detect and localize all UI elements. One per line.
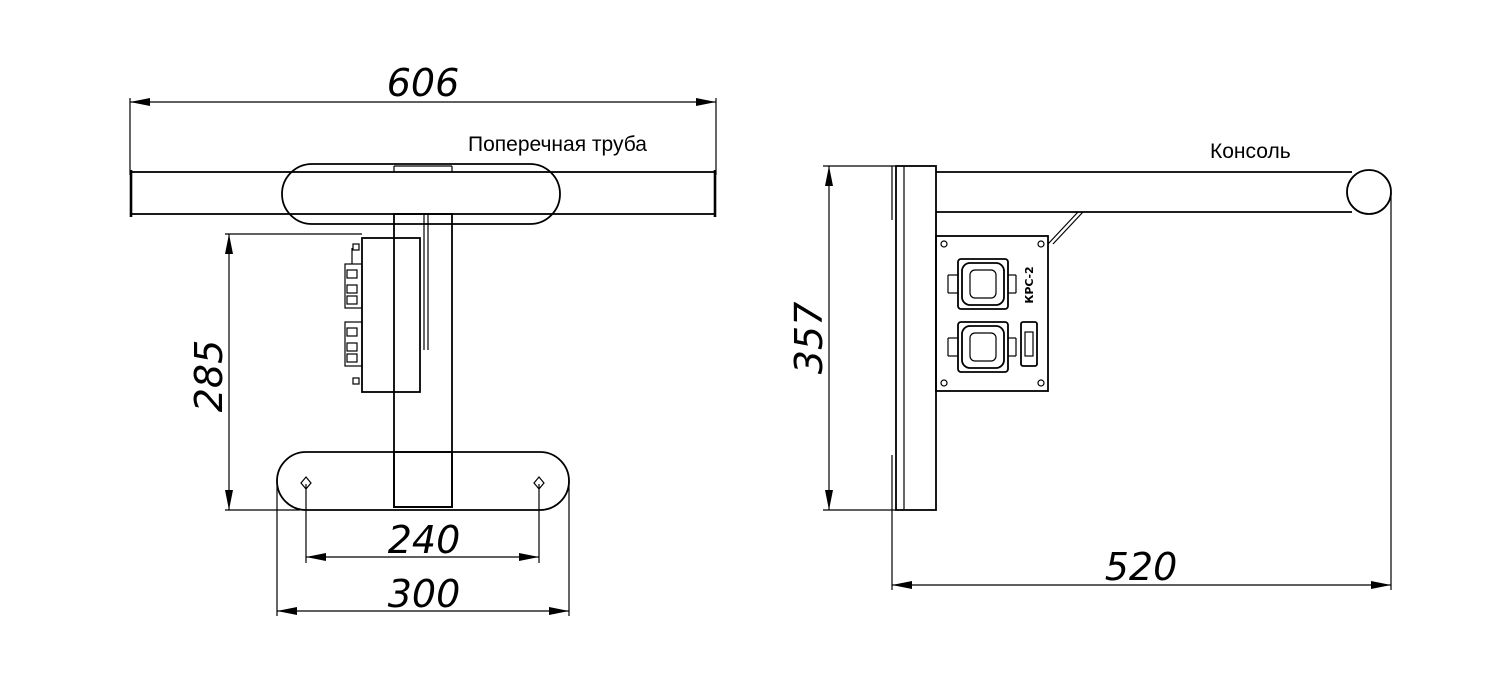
panel-screw xyxy=(940,379,948,387)
upper-mount-plate xyxy=(281,163,561,225)
socket-box-front xyxy=(344,237,421,393)
dimension-holes-240: 240 xyxy=(305,484,540,563)
dimension-width-606: 606 xyxy=(129,61,717,175)
dimension-height-357: 357 xyxy=(787,165,896,511)
socket-outlet-upper xyxy=(947,258,1017,310)
circuit-breaker xyxy=(1020,321,1038,367)
dim-285-label: 285 xyxy=(187,340,231,413)
cross-tube-end xyxy=(1346,169,1392,215)
column-side xyxy=(891,165,937,511)
cross-tube-label: Поперечная труба xyxy=(468,133,647,156)
dim-606-label: 606 xyxy=(387,61,460,105)
panel-screw xyxy=(1037,240,1045,248)
device-marking: КРС-2 xyxy=(1023,266,1036,303)
front-view: 606 Поперечная труба xyxy=(129,61,717,616)
dim-357-label: 357 xyxy=(787,302,831,375)
dimension-length-520: 520 xyxy=(891,192,1392,590)
console-arm xyxy=(935,169,1392,245)
support-column xyxy=(393,213,453,508)
dim-520-label: 520 xyxy=(1105,545,1178,589)
panel-screw xyxy=(1037,379,1045,387)
dimension-height-285: 285 xyxy=(187,233,362,511)
socket-outlet-lower xyxy=(947,321,1017,373)
dim-300-label: 300 xyxy=(388,572,461,616)
dim-240-label: 240 xyxy=(388,518,461,562)
panel-screw xyxy=(940,240,948,248)
socket-panel: КРС-2 xyxy=(935,235,1049,392)
dimension-base-300: 300 xyxy=(276,480,570,616)
base-plate xyxy=(276,451,570,511)
side-view: Консоль 357 xyxy=(787,140,1392,590)
cross-tube xyxy=(129,165,717,217)
console-label: Консоль xyxy=(1210,140,1291,163)
